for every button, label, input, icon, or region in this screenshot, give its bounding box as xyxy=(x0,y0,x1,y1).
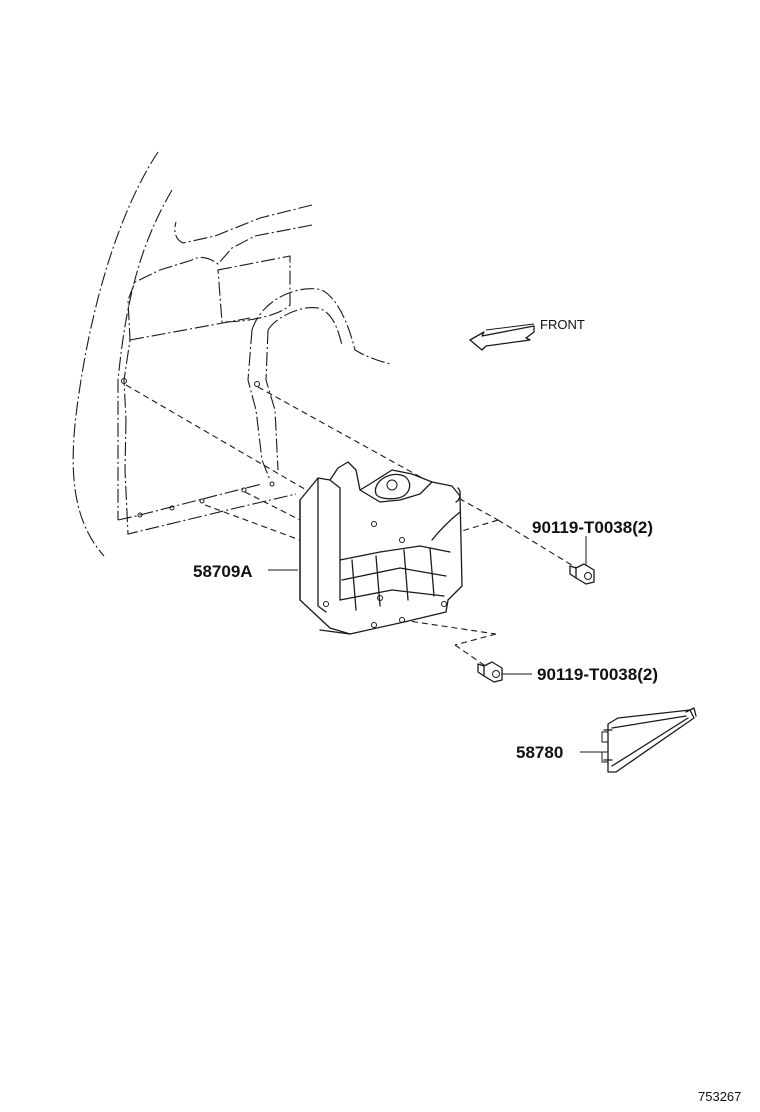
battery-clamp xyxy=(601,707,697,773)
assembly-guide-lines xyxy=(125,384,589,673)
lower-bolt xyxy=(477,661,503,683)
part-label-upper-bolt: 90119-T0038(2) xyxy=(532,518,653,537)
part-label-58780: 58780 xyxy=(516,743,563,762)
part-label-lower-bolt: 90119-T0038(2) xyxy=(537,665,658,684)
upper-bolt xyxy=(569,563,595,585)
drawing-number: 753267 xyxy=(698,1089,741,1104)
battery-carrier-bracket xyxy=(299,461,463,635)
body-mount-holes xyxy=(121,378,275,518)
front-label: FRONT xyxy=(540,317,585,332)
vehicle-body-outline xyxy=(72,151,393,557)
part-label-58709a: 58709A xyxy=(193,562,253,581)
leader-lines xyxy=(268,536,604,753)
front-direction-arrow xyxy=(469,323,535,351)
